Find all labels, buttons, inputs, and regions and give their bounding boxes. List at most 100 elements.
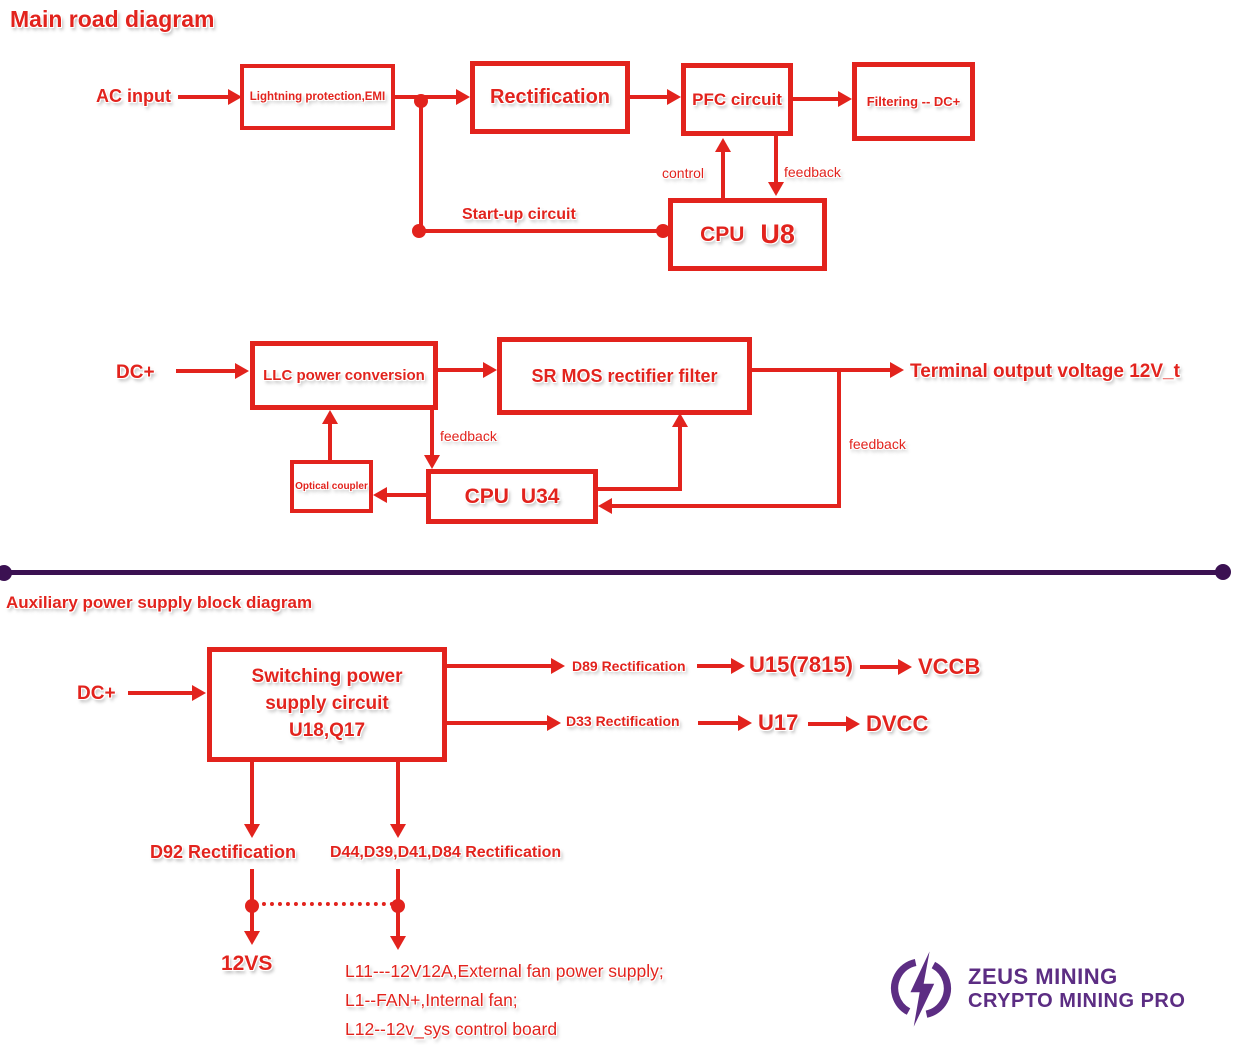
feedback-llc-label: feedback <box>440 428 497 444</box>
logo-line2: CRYPTO MINING PRO <box>968 990 1186 1013</box>
lightning-protection-label: Lightning protection,EMI <box>249 91 386 103</box>
arrow-lightning-to-rectification-head <box>456 89 470 105</box>
arrow-dc-to-llc-line <box>176 369 235 373</box>
cpu-u8-id: U8 <box>760 219 795 249</box>
junction-dot-startup-right <box>656 224 670 238</box>
line-feedback-right-vertical <box>837 370 841 506</box>
arrow-srmos-to-terminal-line <box>752 368 890 372</box>
aux-title: Auxiliary power supply block diagram <box>6 593 313 612</box>
arrow-feedback-right-head <box>598 498 612 514</box>
line-branch1-bottom <box>250 906 254 934</box>
branch2-output-text: L11---12V12A,External fan power supply; … <box>345 957 664 1044</box>
arrow-u15-to-vccb-head <box>898 659 912 675</box>
main-diagram-title: Main road diagram <box>10 6 215 32</box>
line-feedback-main <box>774 136 778 184</box>
zeus-mining-logo: ZEUS MINING CRYPTO MINING PRO <box>888 950 1185 1028</box>
line-u15-to-vccb <box>860 665 898 669</box>
l1-line: L1--FAN+,Internal fan; <box>345 989 518 1010</box>
line-branch2-mid <box>396 869 400 906</box>
feedback-main-label: feedback <box>784 164 841 180</box>
arrow-switching-to-d33-head <box>547 715 561 731</box>
optical-coupler-label: Optical coupler <box>295 481 368 492</box>
logo-line1: ZEUS MINING <box>968 964 1118 990</box>
line-startup-horizontal <box>419 229 668 233</box>
u17-label: U17 <box>758 710 799 735</box>
ac-input-label: AC input <box>96 86 171 106</box>
switching-power-line2: supply circuit <box>265 693 389 715</box>
line-feedback-llc-vertical <box>430 410 434 455</box>
line-branch2-bottom <box>396 906 400 938</box>
line-switching-to-d33 <box>447 721 547 725</box>
line-feedback-right-horizontal <box>612 504 841 508</box>
cpu-u8-box: CPU U8 <box>668 198 827 271</box>
line-d33-to-u17 <box>698 721 738 725</box>
arrow-d33-to-u17-head <box>738 715 752 731</box>
rectification-label: Rectification <box>489 86 611 108</box>
arrow-ac-to-lightning-head <box>228 89 242 105</box>
pfc-circuit-label: PFC circuit <box>692 89 782 109</box>
arrow-d89-to-u15-head <box>731 658 745 674</box>
line-branch1-mid <box>250 869 254 906</box>
line-branch1-top <box>250 762 254 824</box>
line-switching-to-d89 <box>447 664 551 668</box>
arrow-llc-to-srmos-head <box>483 362 497 378</box>
divider-dot-left <box>0 565 12 581</box>
arrow-u17-to-dvcc-head <box>846 716 860 732</box>
terminal-output-label: Terminal output voltage 12V_t <box>910 361 1180 382</box>
switching-power-box: Switching power supply circuit U18,Q17 <box>207 647 447 762</box>
arrow-branch1-head2 <box>244 931 260 945</box>
arrow-feedback-llc-head <box>424 455 440 469</box>
cpu-u34-box: CPU U34 <box>426 469 598 524</box>
arrow-ac-to-lightning-line <box>178 95 228 99</box>
logo-text: ZEUS MINING CRYPTO MINING PRO <box>968 964 1185 1014</box>
srmos-filter-box: SR MOS rectifier filter <box>497 337 752 415</box>
control-label: control <box>662 165 705 181</box>
dvcc-label: DVCC <box>866 711 929 736</box>
l11-line: L11---12V12A,External fan power supply; <box>345 961 664 981</box>
arrow-srmos-to-terminal-head <box>890 362 904 378</box>
switching-power-line1: Switching power <box>251 666 403 688</box>
arrow-u34-to-srmos-head <box>672 413 688 427</box>
d92-rectification-label: D92 Rectification <box>150 842 297 862</box>
llc-power-box: LLC power conversion <box>250 341 438 410</box>
llc-power-label: LLC power conversion <box>263 367 425 384</box>
divider-dot-right <box>1215 564 1231 580</box>
lightning-bolt-icon <box>890 951 952 1027</box>
arrow-branch1-head1 <box>244 824 260 838</box>
arrow-llc-to-srmos-line <box>438 368 483 372</box>
arrow-dc-to-llc-head <box>235 363 249 379</box>
line-branch2-top <box>396 762 400 824</box>
lightning-protection-box: Lightning protection,EMI <box>240 64 395 130</box>
arrow-u34-to-optical-head <box>373 487 387 503</box>
startup-circuit-label: Start-up circuit <box>462 206 576 223</box>
line-startup-vertical <box>419 99 423 230</box>
line-pfc-to-filtering <box>793 97 838 101</box>
arrow-dc-to-switching-line <box>128 691 192 695</box>
filtering-label: Filtering -- DC+ <box>866 94 961 109</box>
cpu-u34-id: U34 <box>520 484 560 508</box>
line-control <box>721 152 725 198</box>
cpu-u8-label: CPU <box>700 222 745 246</box>
line-optical-up <box>328 422 332 460</box>
12vs-label: 12VS <box>221 952 273 975</box>
arrow-pfc-to-filtering-head <box>838 91 852 107</box>
line-rectification-to-pfc <box>630 95 667 99</box>
d89-rectification-label: D89 Rectification <box>572 658 686 674</box>
arrow-rectification-to-pfc-head <box>667 89 681 105</box>
arrow-optical-up-head <box>322 410 338 424</box>
line-u34-to-srmos-vertical <box>678 427 682 489</box>
dc-input-label-aux: DC+ <box>77 683 116 704</box>
line-d89-to-u15 <box>697 664 731 668</box>
l12-line: L12--12v_sys control board <box>345 1018 558 1039</box>
rectification-box: Rectification <box>470 61 630 134</box>
filtering-box: Filtering -- DC+ <box>852 62 975 141</box>
switching-power-line3: U18,Q17 <box>288 719 366 741</box>
pfc-circuit-box: PFC circuit <box>681 63 793 136</box>
dotted-connector <box>254 902 394 906</box>
d44-rectification-label: D44,D39,D41,D84 Rectification <box>330 844 562 861</box>
dc-input-label-llc: DC+ <box>116 362 155 383</box>
section-divider <box>6 570 1224 575</box>
arrow-dc-to-switching-head <box>192 685 206 701</box>
line-u17-to-dvcc <box>808 722 846 726</box>
